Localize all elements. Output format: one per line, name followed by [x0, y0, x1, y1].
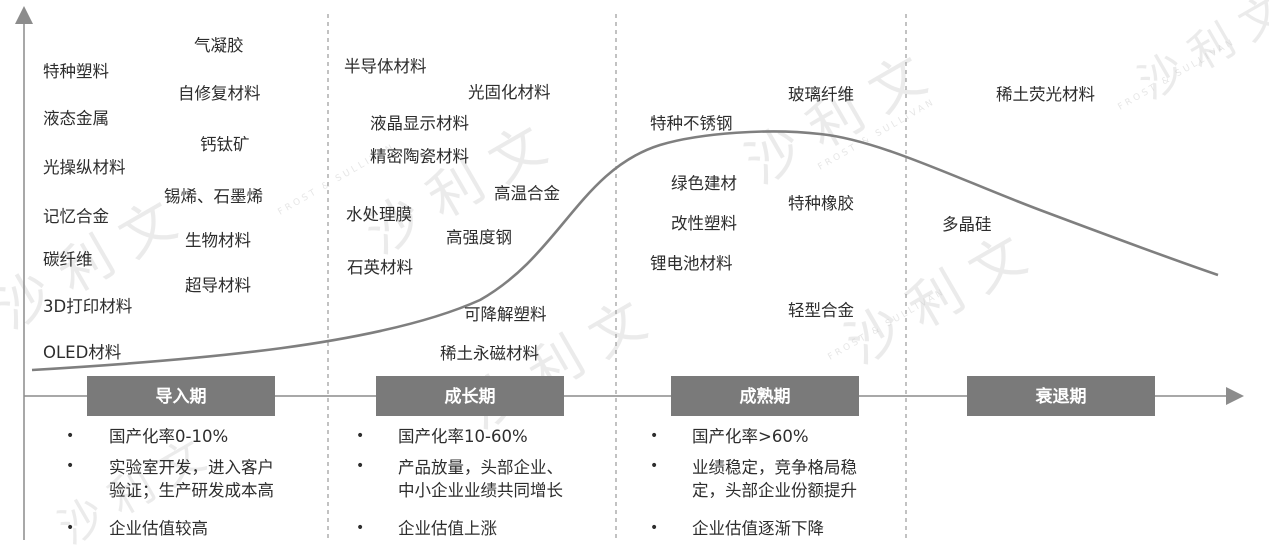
bullet-text: 企业估值逐渐下降 — [692, 519, 824, 538]
y-axis-arrow-icon — [15, 6, 33, 24]
material-label: 石英材料 — [347, 258, 413, 277]
materials-growth: 半导体材料 光固化材料 液晶显示材料 精密陶瓷材料 高温合金 水处理膜 高强度钢… — [344, 57, 561, 363]
x-axis-arrow-icon — [1226, 387, 1244, 405]
materials-maturity: 玻璃纤维 特种不锈钢 绿色建材 特种橡胶 改性塑料 锂电池材料 轻型合金 — [650, 85, 855, 320]
material-label: 特种不锈钢 — [650, 114, 733, 133]
phase-label-maturity: 成熟期 — [740, 386, 791, 407]
bullet-dot: • — [66, 428, 74, 444]
phase-box-growth: 成长期 — [376, 376, 564, 416]
material-label: 记忆合金 — [43, 207, 110, 226]
material-label: 气凝胶 — [194, 36, 244, 55]
phase-box-maturity: 成熟期 — [671, 376, 859, 416]
material-label: 锡烯、石墨烯 — [164, 187, 263, 206]
material-label: 改性塑料 — [671, 214, 737, 233]
bullet-dot: • — [66, 458, 74, 474]
materials-decline: 稀土荧光材料 多晶硅 — [942, 85, 1095, 234]
material-label: 半导体材料 — [344, 57, 427, 76]
materials-introduction: 气凝胶 特种塑料 自修复材料 液态金属 钙钛矿 光操纵材料 锡烯、石墨烯 记忆合… — [43, 36, 263, 362]
material-label: 稀土荧光材料 — [996, 85, 1095, 104]
phase-label-introduction: 导入期 — [156, 387, 207, 407]
material-label: 水处理膜 — [346, 205, 412, 224]
material-label: 生物材料 — [185, 231, 251, 250]
bullet-dot: • — [356, 458, 364, 474]
bullet-dot: • — [66, 520, 74, 536]
material-label: 高温合金 — [494, 184, 561, 203]
material-label: 液晶显示材料 — [370, 114, 469, 133]
material-label: 轻型合金 — [788, 301, 855, 320]
phase-label-growth: 成长期 — [445, 386, 496, 407]
material-label: 液态金属 — [43, 109, 109, 128]
bullet-text: 业绩稳定，竞争格局稳 — [692, 458, 857, 477]
material-label: 多晶硅 — [942, 215, 992, 234]
bullet-text: 企业估值较高 — [109, 519, 208, 538]
bullet-text: 定，头部企业份额提升 — [692, 481, 857, 500]
phase-boxes: 导入期 成长期 成熟期 衰退期 — [87, 376, 1155, 416]
bullet-text: 中小企业业绩共同增长 — [398, 481, 563, 500]
bullet-text: 产品放量，头部企业、 — [398, 458, 563, 477]
bullet-text: 企业估值上涨 — [398, 519, 497, 538]
material-label: 特种塑料 — [43, 62, 109, 81]
phase-box-introduction: 导入期 — [87, 376, 275, 416]
material-label: 可降解塑料 — [464, 305, 547, 324]
bullet-text: 国产化率0-10% — [109, 427, 228, 446]
bullets-introduction: • 国产化率0-10% • 实验室开发，进入客户 验证；生产研发成本高 • 企业… — [66, 427, 274, 538]
bullet-text: 实验室开发，进入客户 — [109, 458, 274, 477]
material-label: 特种橡胶 — [788, 194, 854, 213]
bullet-dot: • — [356, 520, 364, 536]
bullets-maturity: • 国产化率>60% • 业绩稳定，竞争格局稳 定，头部企业份额提升 • 企业估… — [650, 427, 857, 538]
material-label: 高强度钢 — [446, 228, 512, 247]
material-label: 光操纵材料 — [43, 158, 126, 177]
bullet-dot: • — [356, 428, 364, 444]
phase-label-decline: 衰退期 — [1035, 386, 1087, 407]
material-label: 绿色建材 — [671, 174, 737, 193]
bullet-dot: • — [650, 520, 658, 536]
bullet-dot: • — [650, 428, 658, 444]
material-label: 碳纤维 — [43, 250, 93, 269]
bullet-text: 验证；生产研发成本高 — [109, 481, 274, 500]
bullet-dot: • — [650, 458, 658, 474]
material-label: 钙钛矿 — [200, 135, 250, 154]
material-label: 玻璃纤维 — [788, 85, 854, 104]
material-label: 精密陶瓷材料 — [370, 147, 469, 166]
lifecycle-curve — [31, 130, 1219, 372]
bullet-text: 国产化率10-60% — [398, 427, 528, 446]
material-label: 自修复材料 — [178, 84, 261, 103]
phase-box-decline: 衰退期 — [967, 376, 1155, 416]
material-label: 稀土永磁材料 — [440, 344, 539, 363]
material-label: 3D打印材料 — [43, 297, 132, 316]
material-label: OLED材料 — [43, 343, 121, 362]
material-label: 超导材料 — [185, 276, 251, 295]
material-label: 光固化材料 — [468, 83, 551, 102]
bullets-growth: • 国产化率10-60% • 产品放量，头部企业、 中小企业业绩共同增长 • 企… — [356, 427, 563, 538]
material-label: 锂电池材料 — [650, 254, 733, 273]
bullet-text: 国产化率>60% — [692, 427, 809, 446]
